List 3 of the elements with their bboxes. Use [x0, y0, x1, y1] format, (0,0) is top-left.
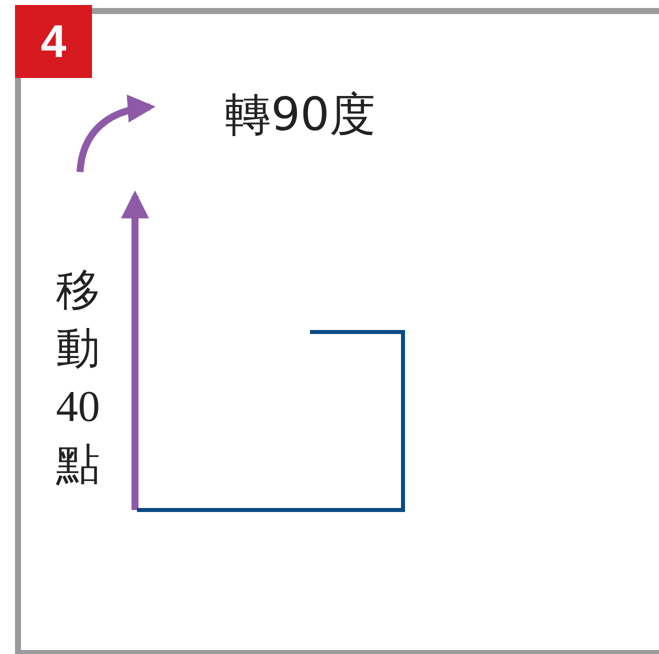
move-label: 移動40點 [55, 265, 101, 491]
turn-label: 轉90度 [225, 86, 376, 143]
step-number: 4 [15, 5, 92, 78]
